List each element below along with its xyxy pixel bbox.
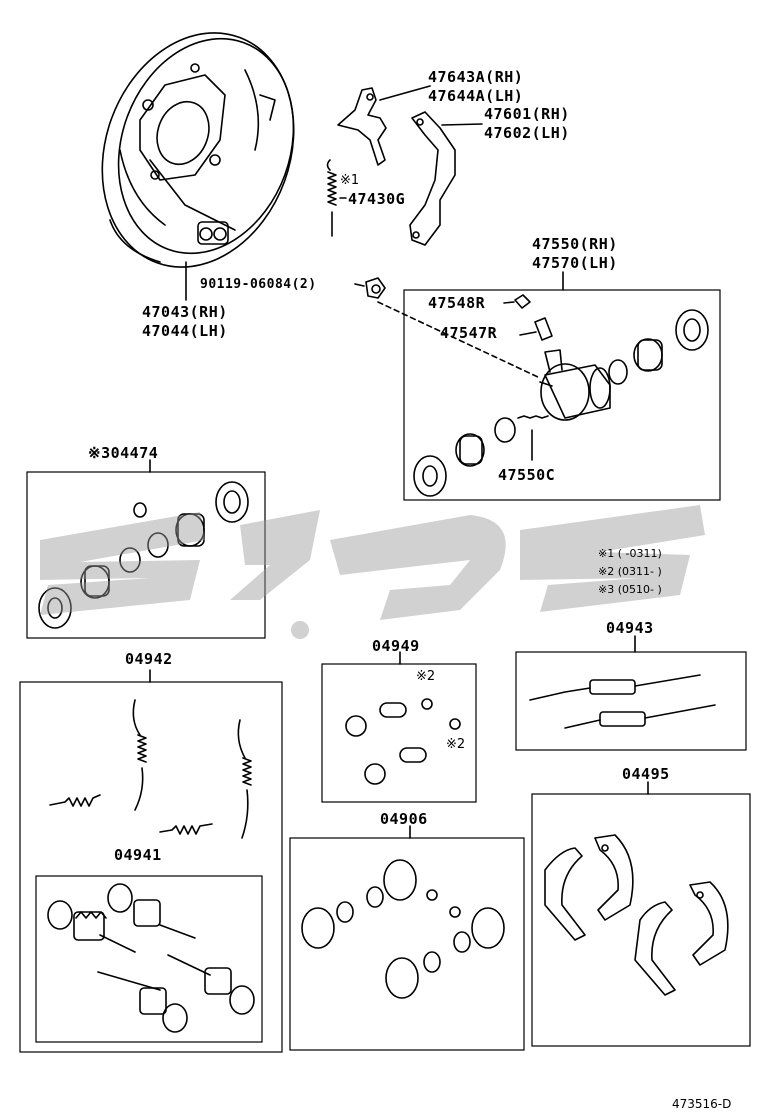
backing-plate-icon xyxy=(101,32,295,301)
cylinder-cup-kit-icon xyxy=(301,859,505,999)
part-47550[interactable]: 47550(RH) xyxy=(532,235,618,253)
part-47430G[interactable]: 47430G xyxy=(348,190,406,208)
note-1: ※1 ( -0311) xyxy=(598,547,662,560)
note-mark-2a: ※2 xyxy=(416,669,436,684)
bleeder-cap-icon xyxy=(503,294,531,309)
part-04906[interactable]: 04906 xyxy=(380,810,428,828)
part-47043[interactable]: 47043(RH) xyxy=(142,303,228,321)
part-04949[interactable]: 04949 xyxy=(372,637,420,655)
adjusting-lever-icon xyxy=(337,85,431,166)
cylinder-kit-icon xyxy=(38,481,249,629)
cup-kit-icon xyxy=(345,698,461,785)
group-box-04942 xyxy=(19,681,283,1053)
part-47548R[interactable]: 47548R xyxy=(428,294,486,312)
bleeder-screw-icon xyxy=(519,317,553,341)
group-box-04949 xyxy=(321,663,477,803)
part-47644A[interactable]: 47644A(LH) xyxy=(428,87,524,105)
return-spring-icon xyxy=(326,159,347,237)
part-04474[interactable]: ※304474 xyxy=(88,444,159,462)
group-box-04474 xyxy=(26,471,266,639)
part-47602[interactable]: 47602(LH) xyxy=(484,124,570,142)
spring-set-icon xyxy=(49,699,252,839)
note-2: ※2 (0311- ) xyxy=(598,565,662,578)
part-04942[interactable]: 04942 xyxy=(125,650,173,668)
part-04941[interactable]: 04941 xyxy=(114,846,162,864)
hold-down-kit-icon xyxy=(47,883,255,1033)
part-04943[interactable]: 04943 xyxy=(606,619,654,637)
brake-shoe-icon xyxy=(544,834,729,996)
note-mark-2b: ※2 xyxy=(446,737,466,752)
diagram-code: 473516-D xyxy=(672,1097,732,1111)
group-box-04906 xyxy=(289,837,525,1051)
part-47601[interactable]: 47601(RH) xyxy=(484,105,570,123)
note-3: ※3 (0510- ) xyxy=(598,583,662,596)
note-mark-1: ※1 xyxy=(340,173,360,188)
part-04495[interactable]: 04495 xyxy=(622,765,670,783)
strut-icon xyxy=(409,111,483,246)
watermark-logo xyxy=(40,505,705,639)
part-47570[interactable]: 47570(LH) xyxy=(532,254,618,272)
group-box-47550 xyxy=(403,289,721,501)
group-box-04943 xyxy=(515,651,747,751)
part-90119[interactable]: 90119-06084(2) xyxy=(200,277,317,292)
part-47044[interactable]: 47044(LH) xyxy=(142,322,228,340)
part-47550C[interactable]: 47550C xyxy=(498,466,556,484)
part-47643A[interactable]: 47643A(RH) xyxy=(428,68,524,86)
adjuster-icon xyxy=(529,674,716,729)
group-box-04495 xyxy=(531,793,751,1047)
bolt-icon xyxy=(354,277,386,299)
cylinder-piston-icon xyxy=(413,309,709,497)
part-47547R[interactable]: 47547R xyxy=(440,324,498,342)
group-box-04941 xyxy=(35,875,263,1043)
wheel-cylinder-icon xyxy=(539,349,611,421)
